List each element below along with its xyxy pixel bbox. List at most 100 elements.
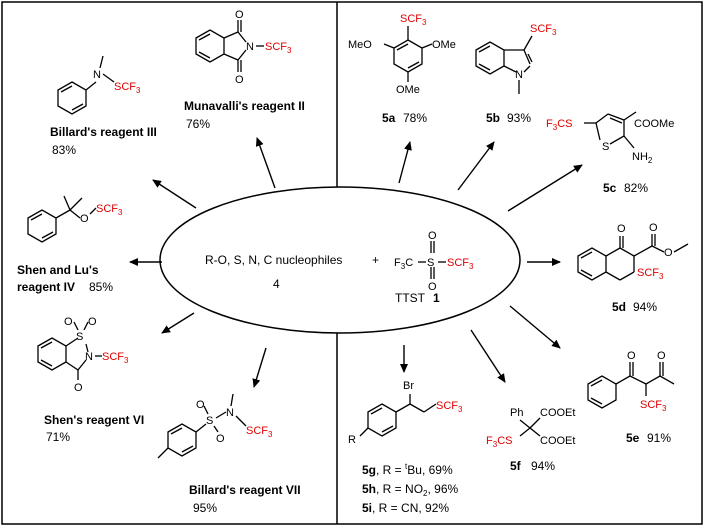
svg-text:F3CS: F3CS	[546, 118, 572, 132]
svg-text:R: R	[348, 434, 356, 446]
svg-text:O: O	[74, 382, 83, 394]
reagent-number: 1	[433, 291, 440, 305]
svg-text:SCF3: SCF3	[637, 267, 664, 281]
shen-reagent-vi: S O O N O SCF3	[37, 316, 129, 394]
p5d-id: 5d	[612, 300, 626, 314]
svg-text:O: O	[617, 223, 626, 235]
svg-text:SCF3: SCF3	[114, 81, 141, 95]
billard3-yield: 83%	[52, 143, 76, 157]
svg-text:OMe: OMe	[432, 39, 456, 51]
plus-sign: +	[372, 253, 379, 267]
svg-text:S: S	[602, 141, 609, 153]
reagent-name: TTST	[395, 291, 426, 305]
p5a-id: 5a	[382, 111, 396, 125]
svg-text:O: O	[428, 230, 437, 242]
svg-text:S: S	[76, 331, 83, 343]
svg-text:SCF3: SCF3	[265, 41, 292, 55]
svg-text:Ph: Ph	[510, 407, 523, 419]
product-5a-structure: SCF3 OMe MeO OMe	[348, 13, 456, 96]
shen6-yield: 71%	[46, 430, 70, 444]
ttst-structure: F3C S O O SCF3	[394, 230, 474, 293]
svg-text:O: O	[196, 399, 205, 411]
svg-text:O: O	[235, 74, 244, 86]
svg-text:O: O	[88, 316, 97, 328]
product-5f-structure: Ph COOEt COOEt F3CS	[486, 407, 575, 449]
arrow-5c	[507, 164, 583, 212]
shenlu4-yield: 85%	[89, 280, 113, 294]
svg-text:MeO: MeO	[348, 39, 372, 51]
billard7-label: Billard's reagent VII	[189, 483, 301, 497]
arrow-billard3	[152, 179, 197, 209]
svg-text:SCF3: SCF3	[436, 400, 463, 414]
p5b-yield: 93%	[507, 111, 531, 125]
p5b-id: 5b	[486, 111, 500, 125]
svg-text:COOMe: COOMe	[634, 118, 674, 130]
billard7-yield: 95%	[193, 501, 217, 515]
product-5ghi-structure: R Br SCF3	[348, 380, 463, 446]
svg-text:NH2: NH2	[632, 151, 653, 165]
arrow-5a	[398, 141, 412, 184]
svg-text:N: N	[515, 69, 523, 81]
svg-text:SCF3: SCF3	[447, 257, 474, 271]
svg-text:S: S	[206, 415, 213, 427]
shen6-label: Shen's reagent VI	[44, 413, 144, 427]
nucleophiles-label: R-O, S, N, C nucleophiles	[205, 253, 342, 267]
svg-text:F3CS: F3CS	[486, 435, 512, 449]
arrow-shen6	[161, 312, 195, 334]
svg-text:O: O	[649, 222, 658, 234]
svg-text:O: O	[80, 213, 89, 225]
shenlu4-label-1: Shen and Lu's	[17, 263, 99, 277]
svg-text:N: N	[226, 407, 234, 419]
svg-text:F3C: F3C	[394, 257, 413, 271]
arrow-5e	[509, 305, 561, 349]
billard3-label: Billard's reagent III	[50, 125, 157, 139]
arrow-5f	[470, 329, 506, 383]
svg-text:O: O	[664, 247, 673, 259]
svg-text:SCF3: SCF3	[530, 23, 557, 37]
billard-reagent-iii: N SCF3	[57, 55, 141, 115]
svg-text:O: O	[64, 316, 73, 328]
product-5c-structure: F3CS S COOMe NH2	[546, 111, 674, 165]
svg-text:OMe: OMe	[396, 84, 420, 96]
svg-text:N: N	[246, 41, 254, 53]
munavalli2-yield: 76%	[186, 117, 210, 131]
billard-reagent-vii: S O O N SCF3	[157, 393, 273, 459]
svg-text:SCF3: SCF3	[96, 203, 123, 217]
p5e-yield: 91%	[647, 431, 671, 445]
product-5e-structure: O O SCF3	[587, 350, 675, 413]
p5d-yield: 94%	[633, 300, 657, 314]
p5c-yield: 82%	[624, 181, 648, 195]
shenlu4-label-2: reagent IV	[17, 280, 75, 294]
p5h-line: 5h, R = NO2, 96%	[362, 482, 459, 498]
svg-text:O: O	[657, 350, 666, 362]
p5a-yield: 78%	[403, 111, 427, 125]
nucleophile-number: 4	[273, 277, 280, 291]
svg-text:SCF3: SCF3	[400, 13, 427, 27]
svg-text:S: S	[427, 257, 434, 269]
p5f-id: 5f	[510, 459, 522, 473]
p5i-line: 5i, R = CN, 92%	[362, 501, 449, 515]
svg-text:SCF3: SCF3	[246, 425, 273, 439]
svg-text:COOEt: COOEt	[540, 407, 575, 419]
p5f-yield: 94%	[531, 459, 555, 473]
product-5b-structure: SCF3 N	[475, 23, 557, 94]
svg-text:SCF3: SCF3	[102, 351, 129, 365]
svg-text:SCF3: SCF3	[640, 399, 667, 413]
svg-text:Br: Br	[403, 380, 414, 392]
svg-text:O: O	[216, 433, 225, 445]
arrow-billard7	[252, 347, 267, 388]
reaction-arrows	[129, 137, 583, 388]
svg-text:N: N	[93, 69, 101, 81]
svg-text:O: O	[235, 9, 244, 21]
arrow-5b	[457, 141, 495, 191]
arrow-munavalli2	[255, 137, 276, 189]
svg-text:COOEt: COOEt	[540, 435, 575, 447]
munavalli2-label: Munavalli's reagent II	[184, 99, 305, 113]
product-5d-structure: O O O SCF3	[577, 222, 689, 281]
munavalli-reagent-ii: O O N SCF3	[195, 9, 292, 86]
svg-text:N: N	[85, 351, 93, 363]
p5g-line: 5g, R = tBu, 69%	[362, 462, 453, 477]
svg-text:O: O	[428, 281, 437, 293]
